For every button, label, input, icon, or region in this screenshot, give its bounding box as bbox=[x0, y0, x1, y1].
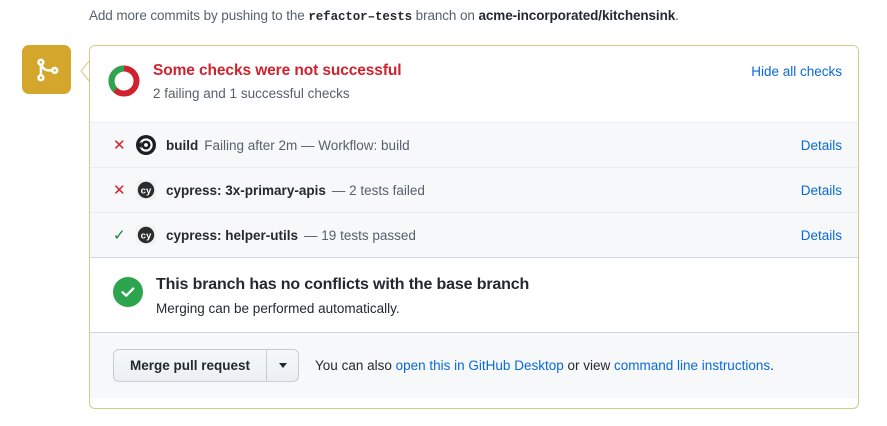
notice-suffix: . bbox=[675, 8, 679, 23]
status-failure-icon: ✕ bbox=[113, 181, 126, 199]
check-row-cypress-helper-utils[interactable]: ✓ cy cypress: helper-utils — 19 tests pa… bbox=[90, 212, 858, 257]
check-row-build[interactable]: ✕ build Failing after 2m — Workflow: bui… bbox=[90, 122, 858, 167]
open-in-github-desktop-link[interactable]: open this in GitHub Desktop bbox=[395, 358, 564, 373]
check-row-cypress-primary-apis[interactable]: ✕ cy cypress: 3x-primary-apis — 2 tests … bbox=[90, 167, 858, 212]
conflicts-subtitle: Merging can be performed automatically. bbox=[156, 300, 400, 316]
check-details-link[interactable]: Details bbox=[800, 137, 842, 153]
check-details-link[interactable]: Details bbox=[800, 182, 842, 198]
conflicts-title: This branch has no conflicts with the ba… bbox=[156, 276, 530, 293]
check-description: — 19 tests passed bbox=[304, 227, 416, 243]
conflicts-text: This branch has no conflicts with the ba… bbox=[156, 275, 529, 318]
svg-text:cy: cy bbox=[141, 231, 152, 242]
check-details-link[interactable]: Details bbox=[800, 227, 842, 243]
notice-prefix: Add more commits by pushing to the bbox=[89, 8, 305, 23]
checks-donut-icon bbox=[107, 64, 141, 103]
notice-branch-name: refactor–tests bbox=[308, 10, 412, 24]
check-circle-icon bbox=[113, 277, 143, 307]
check-description: — 2 tests failed bbox=[331, 182, 425, 198]
check-description: Failing after 2m — Workflow: build bbox=[204, 137, 410, 153]
github-actions-icon bbox=[136, 135, 156, 155]
cypress-icon: cy bbox=[136, 225, 156, 245]
hide-all-checks-link[interactable]: Hide all checks bbox=[751, 64, 842, 79]
check-name: cypress: helper-utils bbox=[166, 227, 299, 243]
merge-options-dropdown-button[interactable] bbox=[266, 349, 300, 382]
notice-repo-name: acme-incorporated/kitchensink bbox=[478, 8, 676, 23]
checks-list: ✕ build Failing after 2m — Workflow: bui… bbox=[90, 122, 858, 257]
merge-status-badge bbox=[22, 45, 71, 94]
footer-text-after: . bbox=[770, 358, 774, 373]
checks-card: Some checks were not successful 2 failin… bbox=[89, 45, 859, 409]
cypress-icon: cy bbox=[136, 180, 156, 200]
footer-text-before: You can also bbox=[315, 358, 392, 373]
checks-subtitle: 2 failing and 1 successful checks bbox=[153, 86, 350, 102]
check-name: cypress: 3x-primary-apis bbox=[166, 182, 326, 198]
command-line-instructions-link[interactable]: command line instructions bbox=[614, 358, 771, 373]
merge-button-group: Merge pull request bbox=[113, 349, 300, 382]
checks-header-text: Some checks were not successful 2 failin… bbox=[153, 61, 751, 103]
notice-middle: branch on bbox=[415, 8, 475, 23]
merge-footer-text: You can also open this in GitHub Desktop… bbox=[315, 358, 774, 373]
status-failure-icon: ✕ bbox=[113, 136, 126, 154]
chevron-down-icon bbox=[278, 363, 287, 368]
merge-conflicts-section: This branch has no conflicts with the ba… bbox=[90, 257, 858, 332]
footer-text-middle: or view bbox=[567, 358, 611, 373]
checks-title: Some checks were not successful bbox=[153, 62, 402, 79]
check-name: build bbox=[166, 137, 199, 153]
push-commits-notice: Add more commits by pushing to the refac… bbox=[89, 8, 679, 24]
svg-text:cy: cy bbox=[141, 186, 152, 197]
checks-header: Some checks were not successful 2 failin… bbox=[90, 46, 858, 122]
status-success-icon: ✓ bbox=[113, 226, 126, 244]
git-merge-icon bbox=[34, 57, 60, 83]
merge-actions-footer: Merge pull request You can also open thi… bbox=[90, 332, 858, 398]
merge-pull-request-button[interactable]: Merge pull request bbox=[113, 349, 267, 382]
